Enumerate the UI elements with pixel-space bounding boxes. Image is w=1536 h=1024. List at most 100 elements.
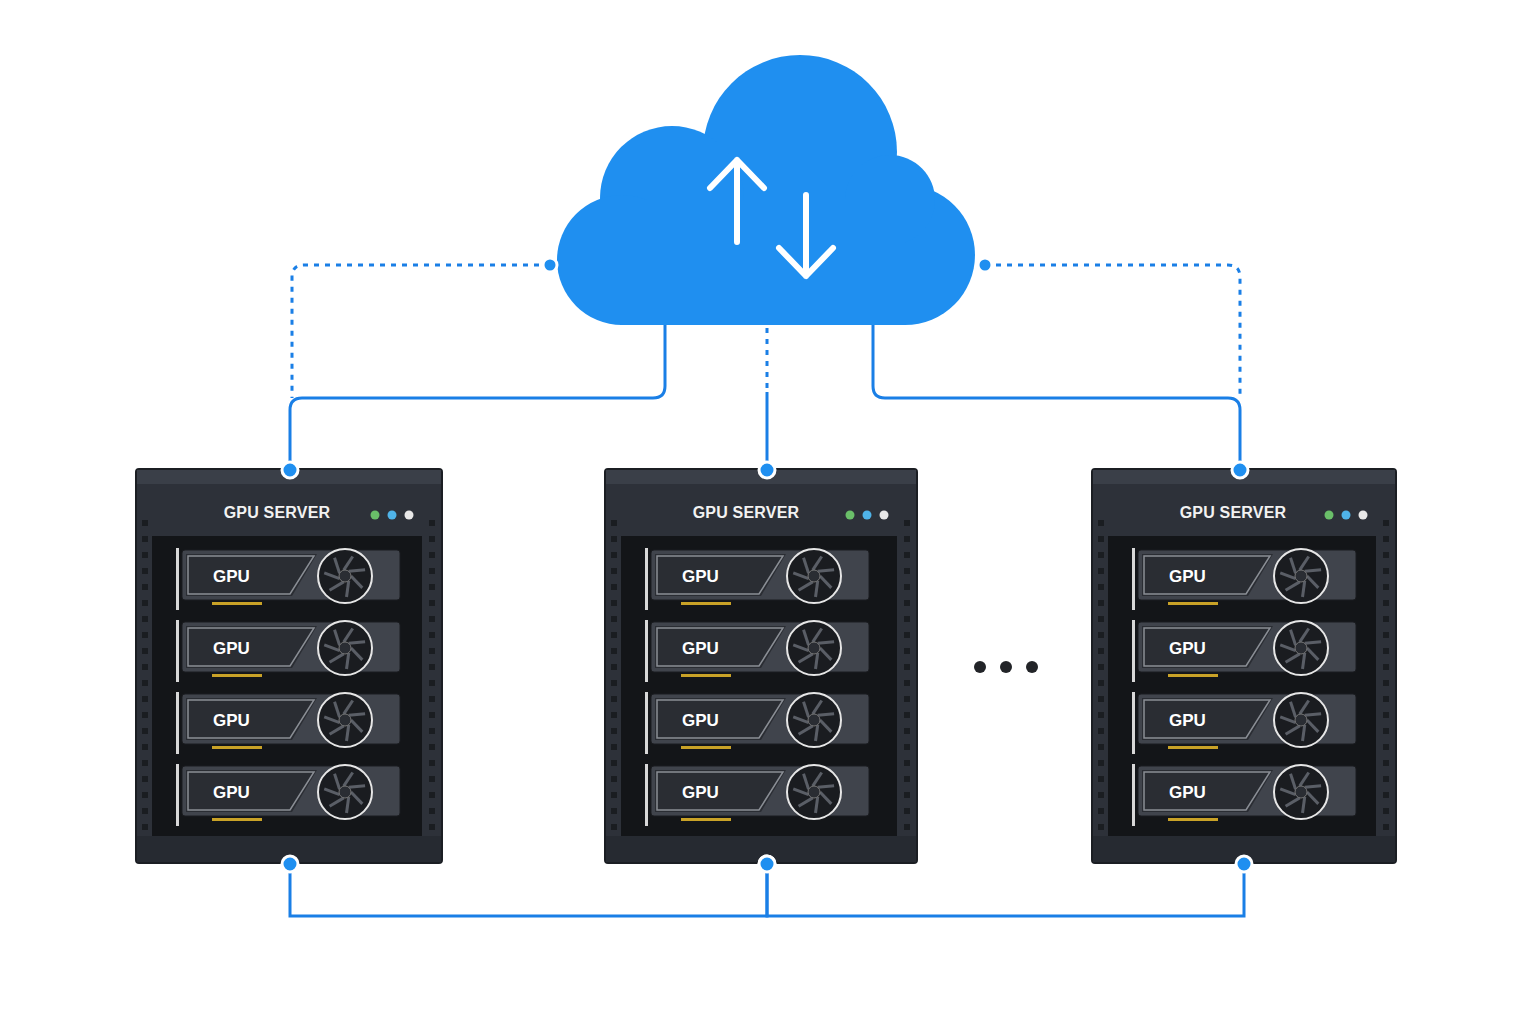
status-led xyxy=(1359,511,1368,520)
fan-blade xyxy=(820,792,831,804)
pcie-contacts xyxy=(681,602,731,605)
fan-blade xyxy=(813,628,822,642)
card-shroud xyxy=(655,770,786,812)
server-label: GPU SERVER xyxy=(1133,504,1333,522)
fan-blade xyxy=(324,789,339,795)
fan-ring xyxy=(1274,765,1328,819)
gpu-card: GPU xyxy=(1138,766,1356,824)
fan-hub xyxy=(808,642,820,654)
vent-slot xyxy=(429,728,435,734)
pcie-contacts xyxy=(212,818,262,821)
fan-hub xyxy=(808,714,820,726)
vent-slot xyxy=(142,648,148,654)
status-led xyxy=(1342,511,1351,520)
vent-slot xyxy=(611,680,617,686)
vent-slot xyxy=(1098,808,1104,814)
vent-slot xyxy=(1383,680,1389,686)
fan-blade xyxy=(818,714,834,715)
vent-slot xyxy=(142,712,148,718)
vent-slot xyxy=(429,680,435,686)
pcie-contacts xyxy=(212,602,262,605)
fan-hub xyxy=(1295,714,1307,726)
card-bracket xyxy=(645,620,648,682)
fan-blade xyxy=(1303,581,1305,597)
card-outline xyxy=(1144,628,1270,666)
fan-hub xyxy=(339,714,351,726)
fan-blade xyxy=(1291,558,1296,574)
fan-ring xyxy=(318,549,372,603)
card-bracket xyxy=(645,692,648,754)
vent-slot xyxy=(1383,776,1389,782)
link-dots xyxy=(543,258,992,272)
vent-slot xyxy=(429,600,435,606)
fan-blade xyxy=(818,570,834,571)
vent-slot xyxy=(1383,600,1389,606)
vent-slot xyxy=(611,632,617,638)
vent-slot xyxy=(1098,696,1104,702)
fan-blade xyxy=(1305,714,1321,715)
card-shroud xyxy=(655,554,786,596)
card-bracket xyxy=(176,548,179,610)
vent-slot xyxy=(1098,744,1104,750)
fan-blade xyxy=(347,797,349,813)
vent-slot xyxy=(1383,616,1389,622)
vent-slot xyxy=(429,696,435,702)
fan-blade xyxy=(351,648,362,660)
fan-blade xyxy=(1303,653,1305,669)
dotted-link xyxy=(985,265,1240,398)
fan-blade xyxy=(330,582,344,590)
vent-slot xyxy=(1383,744,1389,750)
vent-slot xyxy=(1098,648,1104,654)
fan-blade xyxy=(793,717,808,723)
fan-blade xyxy=(793,645,808,651)
vent-slot xyxy=(429,776,435,782)
vent-slot xyxy=(142,728,148,734)
pcie-contacts xyxy=(1168,674,1218,677)
status-led xyxy=(388,511,397,520)
vent-slot xyxy=(611,648,617,654)
vent-slot xyxy=(1383,664,1389,670)
bus-connector xyxy=(767,864,1244,916)
card-outline xyxy=(657,700,783,738)
card-bracket xyxy=(1132,548,1135,610)
bus-connector xyxy=(290,864,767,916)
vent-slot xyxy=(142,696,148,702)
status-led xyxy=(405,511,414,520)
fan-blade xyxy=(1280,645,1295,651)
vent-slot xyxy=(429,744,435,750)
vent-slot xyxy=(429,616,435,622)
gpu-label: GPU xyxy=(213,639,250,659)
card-bracket xyxy=(176,620,179,682)
gpu-label: GPU xyxy=(682,783,719,803)
status-led xyxy=(846,511,855,520)
vent-slot xyxy=(1383,712,1389,718)
vent-slot xyxy=(1383,728,1389,734)
fan-blade xyxy=(1291,630,1296,646)
fan-ring xyxy=(1274,549,1328,603)
pcie-contacts xyxy=(1168,746,1218,749)
fan-blade xyxy=(349,570,365,571)
vent-slot xyxy=(142,600,148,606)
vent-slot xyxy=(1098,632,1104,638)
vent-slot xyxy=(1098,824,1104,830)
inner-bay xyxy=(152,536,422,840)
gpu-label: GPU xyxy=(682,639,719,659)
cloud-links xyxy=(290,325,1240,470)
card-shroud xyxy=(655,698,786,740)
fan-blade xyxy=(1305,642,1321,643)
fan-blade xyxy=(813,772,822,786)
vent-slot xyxy=(904,520,910,526)
fan-blade xyxy=(330,798,344,806)
fan-blade xyxy=(324,573,339,579)
vent-slot xyxy=(904,824,910,830)
gpu-label: GPU xyxy=(1169,567,1206,587)
fan-blade xyxy=(799,654,813,662)
gpu-server: GPU SERVERGPUGPUGPUGPU xyxy=(135,468,443,864)
vent-slot xyxy=(1098,600,1104,606)
card-bracket xyxy=(1132,620,1135,682)
vent-slot xyxy=(611,552,617,558)
inner-bay xyxy=(1108,536,1376,840)
fan-blade xyxy=(1300,700,1309,714)
vent-slot xyxy=(142,536,148,542)
